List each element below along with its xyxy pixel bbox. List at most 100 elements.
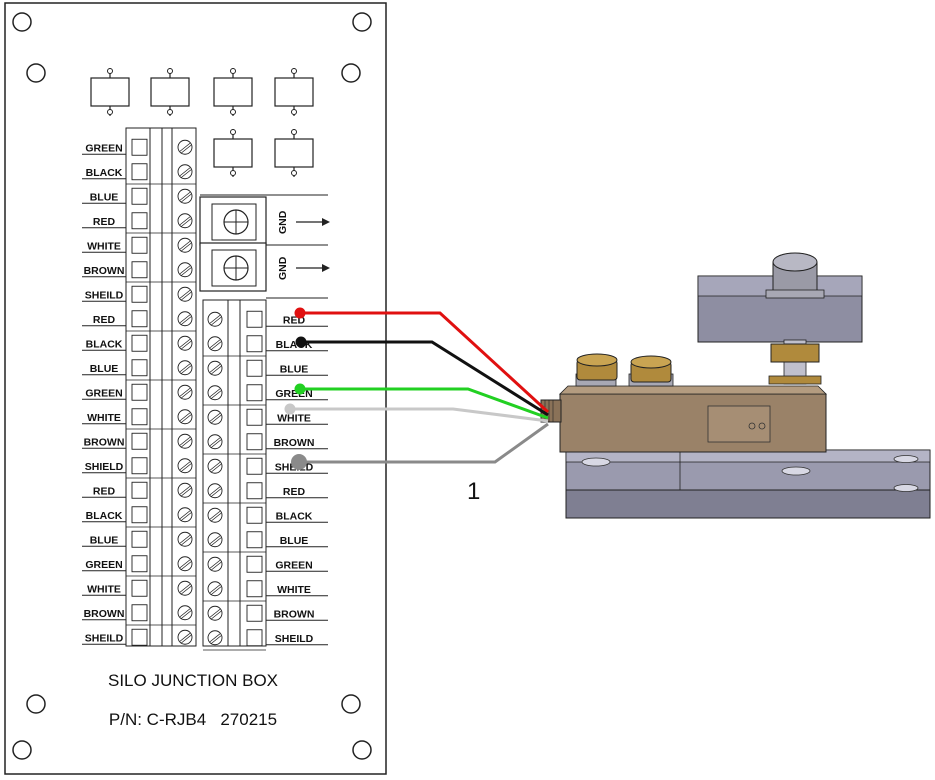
left-terminal-label: BLUE [90,534,119,546]
right-terminal [207,531,263,549]
red-wire-end [294,307,306,319]
right-terminal-label: BLACK [276,510,313,522]
ground-terminal: GND [199,242,330,292]
left-terminal [131,310,193,328]
right-terminal-label: BLUE [280,363,309,375]
load-cell-wires [284,307,550,470]
left-terminal-label: BLACK [86,338,123,350]
mounting-hole [352,740,372,760]
left-terminal [131,236,193,254]
right-terminal-label: RED [283,486,306,498]
right-terminal [207,580,263,598]
callout-number: 1 [467,478,480,505]
left-terminal-label: RED [93,314,116,326]
resistor-component [274,129,314,177]
gnd-label: GND [277,256,289,280]
plate-hole [893,484,919,492]
base-plate-lower [565,487,931,519]
load-cell-body [559,393,827,453]
right-terminal-label: WHITE [277,412,311,424]
plate-hole [893,455,919,463]
red-wire [300,311,550,414]
resistor-component [213,129,253,177]
mounting-hole [12,12,32,32]
right-terminal [207,604,263,622]
right-terminal [207,629,263,647]
left-terminal [131,359,193,377]
right-terminal-label: WHITE [277,584,311,596]
brass-bolt [575,353,618,387]
shield-wire-end [291,454,307,470]
left-terminal [131,163,193,181]
mounting-hole [26,694,46,714]
mounting-hole [26,63,46,83]
white-wire [290,407,549,423]
left-terminal [131,579,193,597]
left-terminal [131,334,193,352]
right-terminal [207,482,263,500]
left-terminal [131,187,193,205]
left-terminal [131,408,193,426]
right-terminal [207,408,263,426]
left-terminal-label: RED [93,216,116,228]
left-terminal [131,530,193,548]
right-terminal [207,506,263,524]
plate-hole [581,457,611,467]
left-terminal [131,506,193,524]
left-terminal [131,383,193,401]
left-terminal-label: WHITE [87,583,121,595]
load-cell-label-plate [707,405,771,443]
left-terminal-label: SHEILD [85,632,124,644]
left-terminal-label: BLACK [86,167,123,179]
ground-terminal-blocks: GND GND [199,194,330,299]
left-terminal-label: GREEN [85,387,122,399]
left-terminal-label: BLACK [86,510,123,522]
left-terminal-label: RED [93,485,116,497]
left-terminal [131,481,193,499]
left-terminal [131,138,193,156]
mounting-hole [341,694,361,714]
left-terminal [131,555,193,573]
ground-terminal: GND [199,196,330,246]
left-terminal-label: BLUE [90,363,119,375]
brass-bolt [628,355,674,387]
left-terminal-label: WHITE [87,240,121,252]
left-terminal-label: GREEN [85,559,122,571]
left-terminal [131,628,193,646]
load-cell-assembly [540,252,931,519]
left-terminal [131,432,193,450]
left-terminal [131,604,193,622]
left-terminal-label: BLUE [90,191,119,203]
left-terminal-labels: GREEN BLACK BLUE RED WHITE BROWN SHEILD RED BLAC… [82,142,126,645]
right-terminal [207,335,263,353]
left-terminal [131,285,193,303]
black-wire-end [295,336,307,348]
right-terminal [207,384,263,402]
resistor-component [90,68,130,116]
left-terminal [131,212,193,230]
green-wire-end [294,383,306,395]
resistor-component [150,68,190,116]
resistor-component [213,68,253,116]
right-terminal-strip [202,299,267,651]
left-terminal-label: BROWN [84,608,125,620]
left-terminal-strip [125,127,197,647]
mounting-hole [12,740,32,760]
left-terminal-label: BROWN [84,436,125,448]
gnd-label: GND [277,210,289,234]
left-terminal-label: SHEILD [85,289,124,301]
left-terminal-label: WHITE [87,412,121,424]
plate-hole [781,466,811,476]
mounting-hole [352,12,372,32]
left-terminal-label: GREEN [85,142,122,154]
resistor-components [90,68,314,177]
left-terminal-label: BROWN [84,265,125,277]
right-terminal [207,359,263,377]
right-terminal-label: BROWN [274,608,315,620]
right-terminal [207,433,263,451]
left-terminal-label: SHIELD [85,461,124,473]
brass-nut [770,343,820,363]
left-terminal [131,261,193,279]
right-terminal-label: GREEN [275,559,312,571]
